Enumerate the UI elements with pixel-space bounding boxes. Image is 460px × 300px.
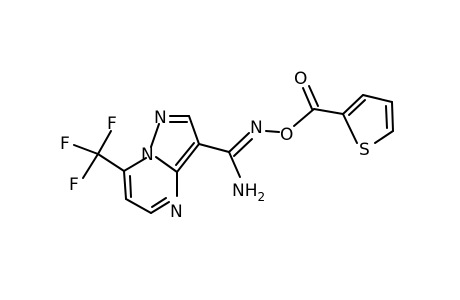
bond-cf-top <box>97 130 112 155</box>
atom-labels: F F F N N N N O O S NH2 <box>60 69 370 222</box>
bond-nbridge-c3a <box>155 156 178 173</box>
bond-c3-c3a-double <box>175 142 195 166</box>
bond-c3-amidine <box>198 143 230 153</box>
bond-th-c3-c4 <box>362 94 393 103</box>
bond-carbonyl-double-a <box>302 87 313 110</box>
bond-th-c4-c5-double <box>385 105 388 129</box>
bonds <box>73 85 394 214</box>
bond-th-c5-s <box>374 130 394 144</box>
atom-nh2-subscript: 2 <box>258 190 266 204</box>
atom-o-carbonyl: O <box>294 69 307 89</box>
bond-th-s-c2 <box>342 113 358 144</box>
bond-cf-bottom <box>82 153 99 179</box>
atom-f-top: F <box>107 114 117 134</box>
atom-f-left: F <box>60 134 70 154</box>
bond-n-o <box>265 130 280 133</box>
bond-c7-c6 <box>123 170 127 200</box>
bond-c7-c6-double <box>129 175 132 198</box>
bond-nbridge-n2 <box>150 123 160 148</box>
atom-nh2: NH2 <box>232 181 265 204</box>
bond-c5-n4-double <box>151 197 167 208</box>
bond-c7-nbridge <box>123 157 147 172</box>
atom-n-pyrimidine: N <box>170 202 183 222</box>
atom-o-ester: O <box>280 125 293 145</box>
bond-th-c4-c5 <box>391 101 394 132</box>
atom-n-pyrazole: N <box>154 108 167 128</box>
bond-c5-n4 <box>150 201 170 214</box>
bond-cf3-ring <box>97 153 125 172</box>
bond-amidine-n-double <box>233 138 253 157</box>
atom-n-oxime: N <box>250 118 263 138</box>
bond-amidine-nh2 <box>228 151 241 178</box>
atom-f-bottom: F <box>69 175 79 195</box>
bond-c2-c3 <box>188 115 200 145</box>
bond-amidine-n <box>228 132 250 153</box>
bond-th-c2-c3 <box>342 94 364 115</box>
bond-cf-left <box>73 144 99 155</box>
bond-carbonyl-double-b <box>308 85 319 107</box>
atom-s-thiophene: S <box>359 140 370 160</box>
atom-nh2-main: NH <box>232 181 258 201</box>
bond-c3-c3a <box>176 143 200 173</box>
bond-th-c2-c3-double <box>348 99 366 116</box>
bond-c6-c5 <box>125 198 152 214</box>
bond-o-carbonyl-c <box>293 108 315 127</box>
bond-carbonyl-c-thiophene <box>313 108 344 115</box>
atom-n-bridge: N <box>141 145 154 165</box>
